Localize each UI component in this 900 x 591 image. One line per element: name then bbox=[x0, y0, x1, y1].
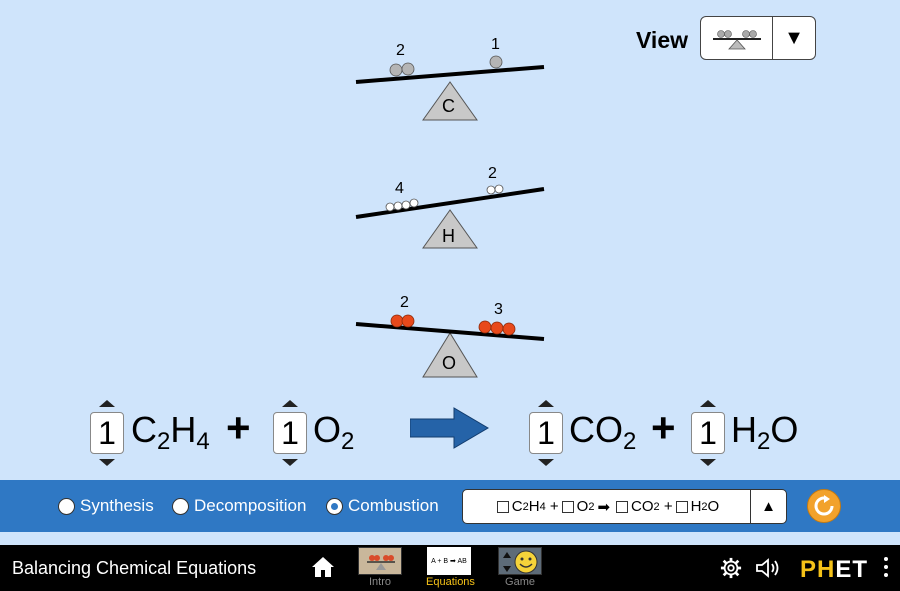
coefficient-spinner-product-1[interactable]: 1 bbox=[529, 400, 563, 466]
radio-label: Decomposition bbox=[194, 496, 307, 515]
coefficient-value: 1 bbox=[273, 412, 307, 454]
view-label: View bbox=[636, 27, 688, 53]
scale-right-count: 3 bbox=[494, 301, 503, 318]
reactant-1-formula: C2H4 bbox=[131, 409, 210, 456]
more-options-icon[interactable] bbox=[884, 557, 890, 581]
balance-scale-icon bbox=[701, 17, 773, 59]
radio-combustion[interactable]: Combustion bbox=[326, 496, 439, 516]
plus-sign: + bbox=[651, 404, 676, 451]
increment-arrow-icon[interactable] bbox=[700, 400, 716, 407]
reset-button[interactable] bbox=[807, 489, 841, 523]
blank-box-icon bbox=[496, 500, 509, 513]
radio-label: Combustion bbox=[348, 496, 439, 515]
screen-label: Intro bbox=[368, 576, 391, 588]
game-smiley-icon bbox=[498, 547, 542, 575]
scale-element-label: O bbox=[442, 353, 457, 373]
coefficient-value: 1 bbox=[90, 412, 124, 454]
product-2-formula: H2O bbox=[731, 409, 799, 456]
view-dropdown-arrow-icon[interactable]: ▼ bbox=[784, 26, 804, 49]
increment-arrow-icon[interactable] bbox=[282, 400, 298, 407]
increment-arrow-icon[interactable] bbox=[538, 400, 554, 407]
radio-decomposition[interactable]: Decomposition bbox=[172, 496, 306, 516]
app-title: Balancing Chemical Equations bbox=[12, 558, 257, 578]
scale-left-count: 2 bbox=[396, 42, 405, 59]
gear-icon[interactable] bbox=[719, 557, 743, 579]
scale-element-label: C bbox=[442, 96, 455, 116]
navigation-bar: Balancing Chemical Equations Intro A + B… bbox=[0, 545, 900, 591]
screen-button-equations[interactable]: A + B ➡ AB Equations bbox=[426, 547, 475, 588]
reset-icon bbox=[814, 495, 834, 516]
radio-button-selected-icon[interactable] bbox=[326, 497, 343, 515]
blank-box-icon bbox=[616, 500, 629, 513]
plus-sign: + bbox=[226, 404, 251, 451]
radio-button-icon[interactable] bbox=[58, 497, 75, 515]
decrement-arrow-icon[interactable] bbox=[700, 459, 716, 466]
reactant-2-formula: O2 bbox=[313, 409, 355, 456]
balance-scale-hydrogen: 4 2 H bbox=[350, 160, 550, 260]
balance-scale-oxygen: 2 3 O bbox=[350, 290, 550, 390]
coefficient-value: 1 bbox=[529, 412, 563, 454]
home-icon[interactable] bbox=[311, 556, 335, 578]
view-combo-box[interactable]: ▼ bbox=[700, 16, 816, 60]
screen-label: Game bbox=[505, 576, 535, 588]
decrement-arrow-icon[interactable] bbox=[99, 459, 115, 466]
scale-right-count: 1 bbox=[491, 36, 500, 53]
equation-dropdown-arrow-icon[interactable]: ▲ bbox=[761, 498, 776, 515]
blank-box-icon bbox=[561, 500, 574, 513]
scale-left-count: 4 bbox=[395, 180, 404, 197]
balance-scale-carbon: 2 1 C bbox=[350, 30, 550, 130]
equations-thumbnail-icon: A + B ➡ AB bbox=[427, 547, 471, 575]
decrement-arrow-icon[interactable] bbox=[282, 459, 298, 466]
blank-box-icon bbox=[675, 500, 688, 513]
sound-icon[interactable] bbox=[755, 557, 779, 579]
product-1-formula: CO2 bbox=[569, 409, 637, 456]
scale-left-count: 2 bbox=[400, 294, 409, 311]
screen-label: Equations bbox=[426, 576, 475, 588]
scale-right-count: 2 bbox=[488, 165, 497, 182]
increment-arrow-icon[interactable] bbox=[99, 400, 115, 407]
screen-button-game[interactable]: Game bbox=[497, 547, 543, 588]
coefficient-value: 1 bbox=[691, 412, 725, 454]
screen-button-intro[interactable]: Intro bbox=[357, 547, 403, 588]
arrow-right-icon: ➡ bbox=[597, 498, 611, 516]
coefficient-spinner-reactant-1[interactable]: 1 bbox=[90, 400, 124, 466]
radio-button-icon[interactable] bbox=[172, 497, 189, 515]
coefficient-spinner-reactant-2[interactable]: 1 bbox=[273, 400, 307, 466]
decrement-arrow-icon[interactable] bbox=[538, 459, 554, 466]
radio-label: Synthesis bbox=[80, 496, 154, 515]
scale-element-label: H bbox=[442, 226, 455, 246]
intro-thumbnail-icon bbox=[358, 547, 402, 575]
reaction-arrow-icon bbox=[409, 407, 490, 454]
phet-logo[interactable]: PHET bbox=[800, 556, 869, 583]
radio-synthesis[interactable]: Synthesis bbox=[58, 496, 154, 516]
coefficient-spinner-product-2[interactable]: 1 bbox=[691, 400, 725, 466]
